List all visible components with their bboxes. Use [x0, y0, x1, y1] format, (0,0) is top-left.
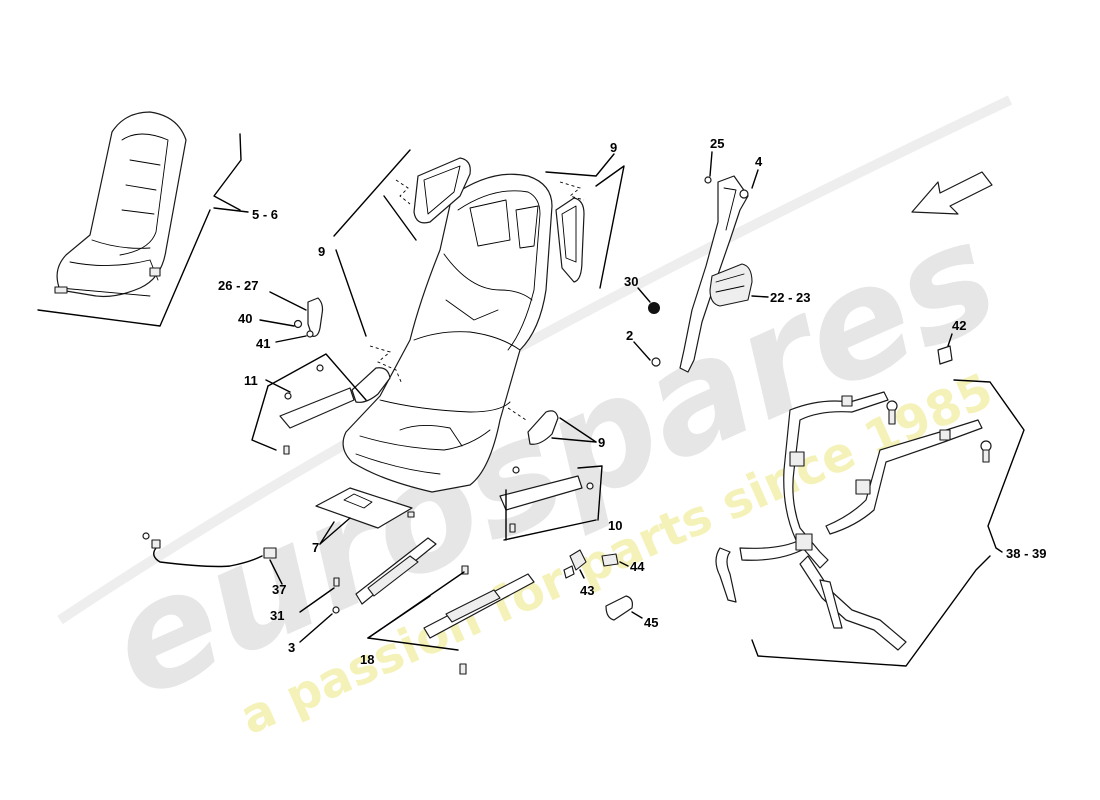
leader-9-upper-left [333, 149, 411, 237]
part-37-cable [142, 532, 277, 568]
callout-25: 25 [710, 136, 724, 151]
part-38-39-harness [715, 391, 992, 651]
part-10-bracket [499, 475, 583, 511]
seat-assembly-thumbnail [54, 111, 187, 298]
leader-5-6-lower [37, 209, 211, 327]
callout-2: 2 [626, 328, 633, 343]
part-45-sleeve [605, 595, 633, 621]
callout-4: 4 [755, 154, 763, 169]
part-26-27-bracket [307, 297, 324, 337]
callout-37: 37 [272, 582, 286, 597]
callout-9-upper-left: 9 [318, 244, 325, 259]
callout-43: 43 [580, 583, 594, 598]
arrow-down-left-icon [911, 171, 993, 215]
callout-38-39: 38 - 39 [1006, 546, 1046, 561]
leader-38-39 [953, 379, 1025, 553]
callout-31: 31 [270, 608, 284, 623]
leader-5-6 [213, 133, 242, 211]
callout-7: 7 [312, 540, 319, 555]
callout-11: 11 [244, 373, 258, 388]
callout-44: 44 [630, 559, 645, 574]
callout-3: 3 [288, 640, 295, 655]
callout-42: 42 [952, 318, 966, 333]
callout-40: 40 [238, 311, 252, 326]
part-18-rails [355, 537, 535, 675]
main-seat-shell [342, 173, 553, 493]
callout-9-right: 9 [598, 435, 605, 450]
callout-10: 10 [608, 518, 622, 533]
callout-26-27: 26 - 27 [218, 278, 258, 293]
part-44-plug [601, 553, 619, 567]
callout-5-6: 5 - 6 [252, 207, 278, 222]
callout-30: 30 [624, 274, 638, 289]
part-30-plug [648, 302, 660, 314]
callout-18: 18 [360, 652, 374, 667]
callout-41: 41 [256, 336, 270, 351]
callout-9-top: 9 [610, 140, 617, 155]
part-11-bracket [279, 387, 355, 429]
part-43-connector [569, 549, 587, 571]
trim-panel-top [413, 157, 471, 224]
trim-panel-right [555, 197, 585, 283]
trim-panel-left-lower [351, 367, 391, 403]
callout-22-23: 22 - 23 [770, 290, 810, 305]
part-42-cap [937, 345, 953, 365]
trim-panel-right-lower [527, 410, 559, 445]
callout-45: 45 [644, 615, 658, 630]
seat-belt-assembly [679, 175, 753, 373]
